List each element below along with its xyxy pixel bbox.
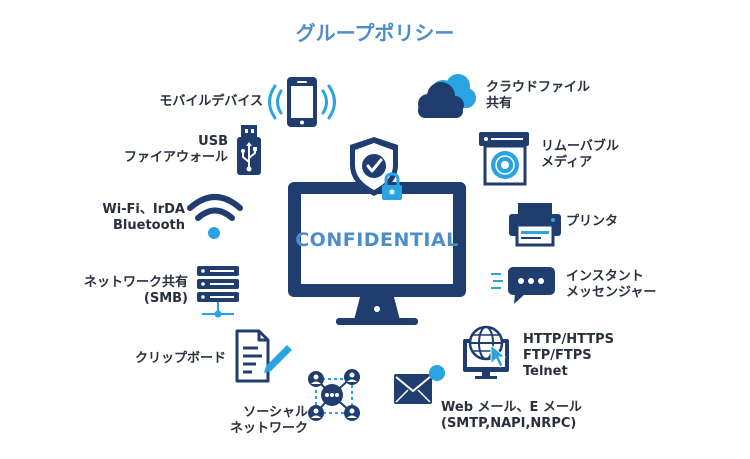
chat-bubble-icon — [491, 267, 555, 304]
server-icon — [197, 266, 239, 318]
label-removable-media: リムーバブル メディア — [541, 139, 619, 170]
disc-drive-icon — [479, 132, 529, 186]
cloud-icon — [418, 74, 476, 118]
label-web-protocols: HTTP/HTTPS FTP/FTPS Telnet — [523, 332, 614, 379]
monitor-icon — [288, 182, 466, 325]
label-cloud-share: クラウドファイル 共有 — [486, 80, 591, 111]
clipboard-document-icon — [235, 329, 292, 383]
shield-lock-icon — [350, 137, 402, 200]
label-email: Web メール、E メール (SMTP,NAPI,NRPC) — [441, 400, 582, 431]
wifi-icon — [187, 194, 243, 239]
printer-icon — [509, 203, 561, 247]
label-mobile-devices: モバイルデバイス — [159, 94, 263, 109]
label-social-network: ソーシャル ネットワーク — [229, 405, 308, 436]
label-clipboard: クリップボード — [134, 351, 226, 366]
label-instant-messenger: インスタント メッセンジャー — [566, 269, 657, 300]
web-globe-icon — [463, 325, 509, 379]
confidential-label: CONFIDENTIAL — [295, 229, 459, 251]
label-network-share: ネットワーク共有 (SMB) — [83, 275, 188, 306]
diagram-title: グループポリシー — [295, 21, 455, 45]
label-usb-firewall: USB ファイアウォール — [123, 134, 228, 165]
label-wireless: Wi-Fi、IrDA Bluetooth — [102, 202, 185, 233]
social-network-icon — [308, 369, 360, 421]
email-icon — [394, 365, 445, 404]
usb-drive-icon — [237, 125, 261, 175]
smartphone-icon — [268, 77, 336, 127]
label-printer: プリンタ — [566, 214, 619, 229]
